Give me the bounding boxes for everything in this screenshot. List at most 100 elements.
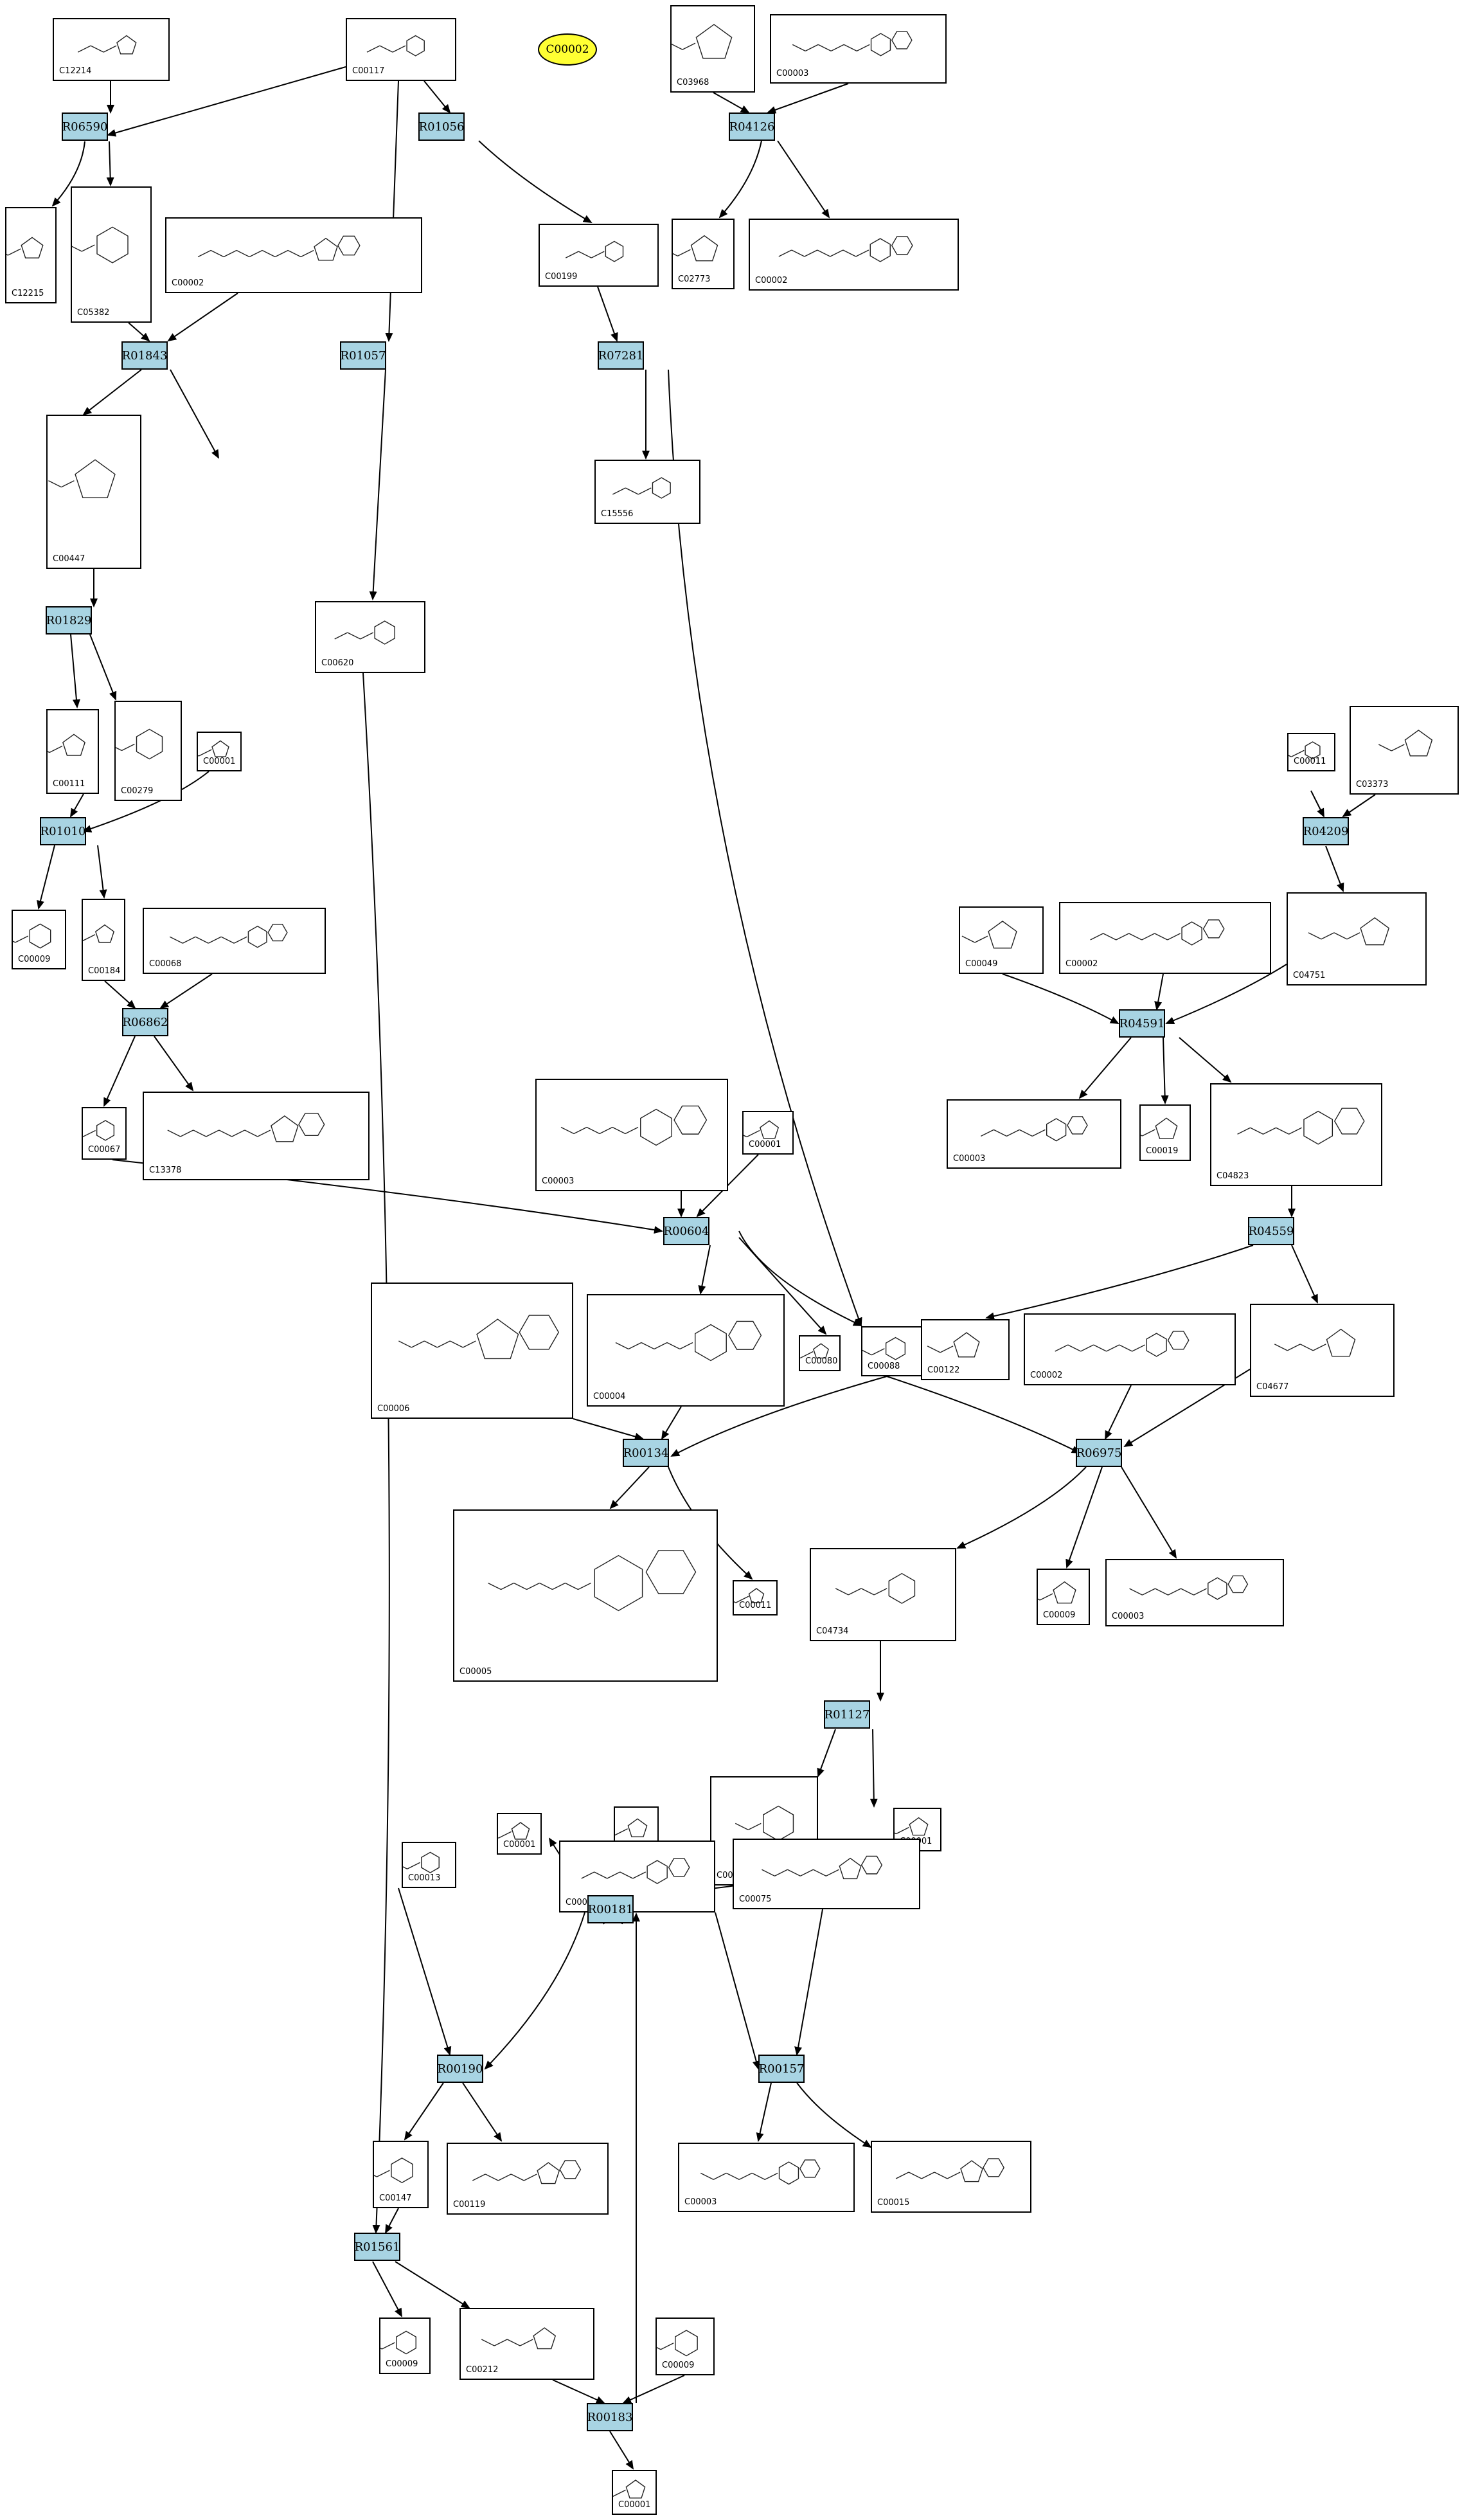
- compound-node[interactable]: C00013: [402, 1842, 456, 1888]
- compound-node[interactable]: C04751: [1287, 892, 1427, 986]
- compound-node[interactable]: C02773: [672, 219, 735, 289]
- compound-node[interactable]: C00212: [459, 2308, 594, 2380]
- compound-node[interactable]: C00019: [1139, 1104, 1191, 1161]
- reaction-node[interactable]: R00134: [623, 1439, 669, 1467]
- structure-drawing: [895, 2158, 1004, 2182]
- reaction-node[interactable]: R00190: [437, 2055, 483, 2083]
- compound-node[interactable]: C00068: [143, 908, 326, 974]
- reaction-node[interactable]: R04559: [1248, 1217, 1294, 1245]
- compound-node[interactable]: C00006: [371, 1282, 573, 1419]
- compound-node[interactable]: C03373: [1350, 706, 1459, 795]
- compound-node[interactable]: C00001: [197, 732, 242, 771]
- reaction-node[interactable]: R00157: [758, 2055, 805, 2083]
- reaction-edge: [51, 141, 85, 207]
- compound-node[interactable]: C00080: [799, 1335, 841, 1371]
- compound-node[interactable]: C04734: [810, 1548, 956, 1641]
- compound-node[interactable]: C00002: [749, 219, 959, 291]
- compound-node[interactable]: C12215: [5, 207, 57, 303]
- reaction-node[interactable]: R06975: [1076, 1439, 1122, 1467]
- compound-id-label: C04677: [1256, 1382, 1289, 1392]
- reaction-node[interactable]: R06590: [62, 113, 108, 141]
- compound-node[interactable]: C13378: [143, 1092, 370, 1180]
- compound-node[interactable]: C00067: [82, 1107, 127, 1160]
- compound-node[interactable]: C00184: [82, 899, 125, 981]
- reaction-node[interactable]: R04126: [729, 113, 775, 141]
- compound-node[interactable]: C00009: [655, 2318, 715, 2375]
- compound-node[interactable]: C00003: [535, 1079, 728, 1191]
- compound-node[interactable]: C00111: [46, 709, 99, 794]
- reaction-edge: [886, 1376, 1081, 1454]
- reaction-edge: [609, 1466, 650, 1509]
- compound-node[interactable]: C00001: [612, 2470, 657, 2515]
- compound-node[interactable]: C00009: [1037, 1569, 1090, 1625]
- reaction-node[interactable]: R00183: [587, 2403, 633, 2431]
- reaction-node[interactable]: R01056: [418, 113, 465, 141]
- compound-node[interactable]: C00447: [46, 415, 141, 569]
- compound-id-label: C00147: [379, 2193, 412, 2203]
- compound-node[interactable]: C00005: [453, 1509, 718, 1682]
- compound-node[interactable]: C00001: [742, 1111, 794, 1155]
- compound-node[interactable]: C00088: [861, 1326, 927, 1376]
- reaction-node[interactable]: R04591: [1119, 1009, 1165, 1038]
- compound-node[interactable]: C00147: [373, 2141, 429, 2208]
- compound-node[interactable]: C03968: [670, 5, 755, 93]
- structure-drawing: [565, 240, 624, 262]
- reaction-edge: [128, 322, 150, 342]
- compound-node[interactable]: C00001: [497, 1813, 542, 1855]
- reaction-node[interactable]: R01843: [121, 341, 168, 370]
- reaction-edge: [107, 66, 346, 137]
- reaction-edge: [1342, 794, 1376, 818]
- reaction-node[interactable]: R01561: [354, 2233, 400, 2261]
- compound-id-label: C00004: [593, 1392, 626, 1401]
- compound-node[interactable]: C00020: [559, 1841, 715, 1913]
- compound-node[interactable]: C00009: [379, 2318, 431, 2374]
- compound-node[interactable]: C00002: [1059, 902, 1271, 974]
- reaction-edge: [385, 80, 399, 342]
- structure-drawing: [13, 923, 51, 949]
- reaction-node[interactable]: R07281: [598, 341, 644, 370]
- compound-node[interactable]: C05382: [71, 186, 152, 323]
- compound-id-label: C05382: [77, 308, 110, 318]
- compound-node[interactable]: C00002: [165, 217, 422, 293]
- structure-drawing: [498, 1822, 530, 1840]
- compound-node[interactable]: C00009: [12, 910, 66, 969]
- reaction-edge: [985, 1245, 1254, 1320]
- compound-node[interactable]: C00003: [1105, 1559, 1284, 1626]
- compound-node[interactable]: C00004: [587, 1294, 785, 1407]
- reaction-node[interactable]: R01127: [824, 1700, 870, 1729]
- compound-node[interactable]: C00279: [114, 701, 182, 801]
- reaction-node[interactable]: R01057: [340, 341, 386, 370]
- compound-node[interactable]: C12214: [53, 18, 170, 81]
- compound-node[interactable]: C00011: [1287, 733, 1335, 771]
- compound-node[interactable]: C15556: [594, 460, 700, 524]
- structure-drawing: [981, 1116, 1088, 1142]
- compound-node[interactable]: C04677: [1250, 1304, 1395, 1397]
- reaction-node[interactable]: R06862: [122, 1008, 168, 1036]
- compound-node[interactable]: C00003: [770, 14, 947, 84]
- compound-node[interactable]: C00003: [678, 2143, 855, 2212]
- compound-node[interactable]: C00620: [315, 601, 425, 673]
- reaction-node[interactable]: R01829: [46, 606, 92, 634]
- compound-node[interactable]: C00015: [871, 2141, 1031, 2213]
- compound-node[interactable]: C00122: [921, 1319, 1010, 1380]
- compound-id-label: C00447: [53, 554, 85, 564]
- compound-node[interactable]: C00049: [959, 906, 1044, 974]
- compound-node[interactable]: C00119: [447, 2143, 609, 2215]
- compound-node[interactable]: C00199: [539, 224, 659, 287]
- reaction-node[interactable]: R00604: [663, 1217, 709, 1245]
- compound-id-label: C00111: [53, 779, 85, 789]
- compound-node[interactable]: C00011: [733, 1580, 778, 1616]
- reaction-node[interactable]: R04209: [1303, 817, 1349, 845]
- structure-drawing: [615, 1320, 762, 1362]
- query-compound-marker[interactable]: C00002: [538, 33, 597, 66]
- compound-node[interactable]: C00002: [1024, 1313, 1236, 1385]
- compound-id-label: C13378: [149, 1166, 182, 1175]
- compound-node[interactable]: C00003: [947, 1099, 1121, 1169]
- reaction-node[interactable]: R01010: [40, 817, 86, 845]
- compound-node[interactable]: C00117: [346, 18, 456, 81]
- compound-id-label: C00013: [408, 1873, 441, 1883]
- reaction-node[interactable]: R00181: [587, 1895, 634, 1923]
- compound-node[interactable]: C00075: [733, 1839, 920, 1909]
- compound-id-label: C04823: [1217, 1171, 1249, 1181]
- compound-node[interactable]: C04823: [1210, 1083, 1382, 1186]
